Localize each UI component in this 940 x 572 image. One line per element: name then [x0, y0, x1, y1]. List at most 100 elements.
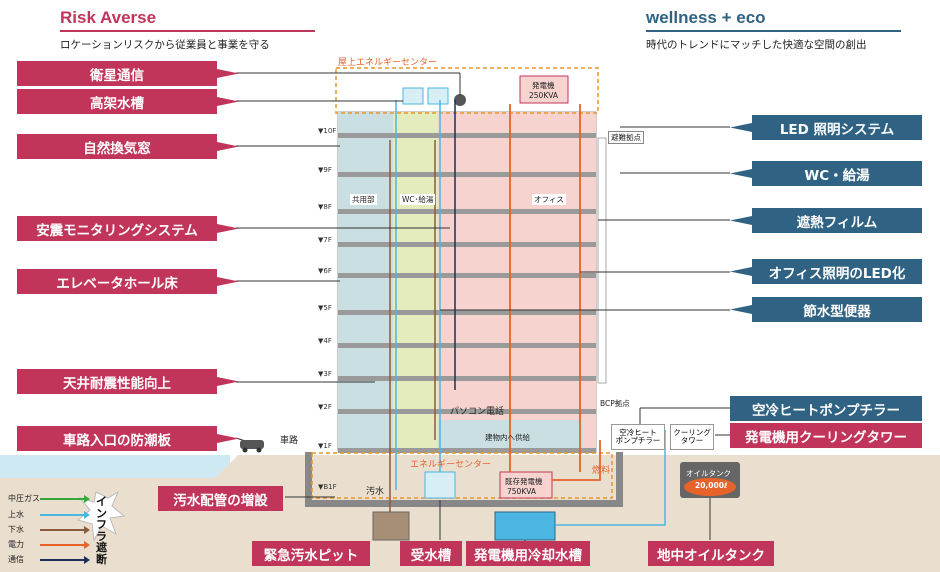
label-heat-film: 遮熱フィルム [730, 208, 922, 233]
label-led-lighting: LED 照明システム [730, 115, 922, 140]
floor-label: ▼4F [318, 337, 332, 345]
road-label: 車路 [280, 436, 299, 446]
energy-center-frame [311, 452, 613, 499]
label-cooling-water-tank: 発電機用冷却水槽 [466, 541, 590, 566]
zone-common-label: 共用部 [350, 194, 377, 205]
water-receiving-tank [424, 471, 456, 499]
existing-generator [499, 471, 553, 499]
elevated-tank-1 [402, 87, 424, 105]
generator-kva: 250KVA [529, 91, 559, 100]
risk-averse-rule [60, 30, 315, 32]
floor-slab [338, 409, 596, 414]
vent-column [597, 137, 607, 384]
legend-sewage-line [40, 526, 90, 534]
floor-slab [338, 133, 596, 138]
label-elevated-tank: 高架水槽 [17, 89, 239, 114]
label-sewage-pipe: 汚水配管の増設 [158, 486, 283, 511]
floor-label: ▼9F [318, 166, 332, 174]
oil-tank-ellipse [684, 478, 736, 496]
generator-label: 発電機 [532, 81, 555, 90]
floor-slab [338, 310, 596, 315]
legend-comm-line [40, 556, 90, 564]
rooftop-energy-frame [335, 67, 599, 114]
sewage-pipes [389, 140, 436, 512]
existing-generator-kva: 750KVA [507, 487, 537, 496]
floor-slab [338, 242, 596, 247]
floor-label: ▼6F [318, 267, 332, 275]
bcp-label: BCP拠点 [600, 399, 630, 408]
oil-tank-volume: 20,000ℓ [695, 481, 728, 490]
basement-left-wall [305, 452, 312, 507]
water-pipes [395, 100, 441, 490]
floor-label: ▼10F [318, 127, 337, 135]
floor-label: ▼8F [318, 203, 332, 211]
label-receiving-tank: 受水槽 [400, 541, 462, 566]
floor-slab [338, 343, 596, 348]
zone-wc-label: WC･給湯 [400, 194, 436, 205]
cooling-pipes [555, 430, 666, 526]
existing-generator-label: 既存発電機 [505, 477, 543, 486]
floor-slab [338, 172, 596, 177]
label-office-led: オフィス照明のLED化 [730, 259, 922, 284]
fuel-label: 燃料 [592, 466, 611, 476]
floor-slab [338, 209, 596, 214]
energy-center-label: エネルギーセンター [410, 460, 492, 470]
basement-slab [305, 500, 623, 507]
elevated-tank-2 [427, 87, 449, 105]
legend-gas: 中圧ガス [8, 494, 40, 503]
rooftop-generator [519, 75, 569, 104]
risk-averse-subtitle: ロケーションリスクから従業員と事業を守る [60, 39, 270, 51]
cooling-water-tank [494, 511, 556, 541]
wellness-eco-subtitle: 時代のトレンドにマッチした快適な空間の創出 [646, 39, 867, 51]
label-heat-pump-chiller: 空冷ヒートポンプチラー [730, 396, 922, 421]
infra-cut-text: インフラ遮断 [96, 495, 107, 566]
emergency-sewage-pit [372, 511, 410, 541]
cooling-tower-unit: クーリング タワー [670, 424, 714, 450]
label-generator-cooling-tower: 発電機用クーリングタワー [730, 423, 922, 448]
label-natural-ventilation: 自然換気窓 [17, 134, 239, 159]
label-wc-hot-water: WC・給湯 [730, 161, 922, 186]
leader-lines [235, 72, 730, 545]
power-lines [509, 104, 601, 481]
legend-water: 上水 [8, 510, 24, 519]
wellness-eco-title: wellness + eco [646, 8, 766, 27]
evac-label: 避難拠点 [608, 131, 644, 144]
label-elevator-hall-floor: エレベータホール床 [17, 269, 239, 294]
label-satellite-comm: 衛星通信 [17, 61, 239, 86]
legend-power-line [40, 541, 90, 549]
zone-wc-area [393, 112, 438, 452]
supply-label: 建物内へ供給 [485, 433, 530, 442]
floor-label: ▼B1F [318, 483, 337, 491]
zone-common-area [338, 112, 393, 452]
chiller-unit: 空冷ヒート ポンプチラー [611, 424, 665, 450]
sewage-label: 汚水 [366, 487, 385, 497]
legend-comm: 通信 [8, 555, 24, 564]
infra-cut-burst [76, 490, 126, 542]
label-flood-barrier: 車路入口の防潮板 [17, 426, 239, 451]
floor-label: ▼2F [318, 403, 332, 411]
label-water-saving-toilet: 節水型便器 [730, 297, 922, 322]
legend-gas-line [40, 495, 90, 503]
legend-power: 電力 [8, 540, 24, 549]
label-emergency-pit: 緊急汚水ピット [252, 541, 370, 566]
legend-water-line [40, 511, 90, 519]
wellness-eco-rule [646, 30, 901, 32]
sea-surface [0, 455, 215, 478]
floor-label: ▼5F [318, 304, 332, 312]
satellite-dish [454, 94, 466, 106]
oil-tank-label: オイルタンク [686, 469, 731, 478]
floor-label: ▼3F [318, 370, 332, 378]
floor-slab [338, 273, 596, 278]
floor-label: ▼1F [318, 442, 332, 450]
risk-averse-title: Risk Averse [60, 8, 157, 27]
label-oil-tank: 地中オイルタンク [648, 541, 774, 566]
floor-slab [338, 376, 596, 381]
pc-phone-label: パソコン電話 [450, 407, 505, 417]
basement-right-wall [616, 452, 623, 507]
label-seismic-monitoring: 安震モニタリングシステム [17, 216, 239, 241]
zone-office-area [438, 112, 596, 452]
label-ceiling-seismic: 天井耐震性能向上 [17, 369, 239, 394]
car [240, 440, 264, 449]
